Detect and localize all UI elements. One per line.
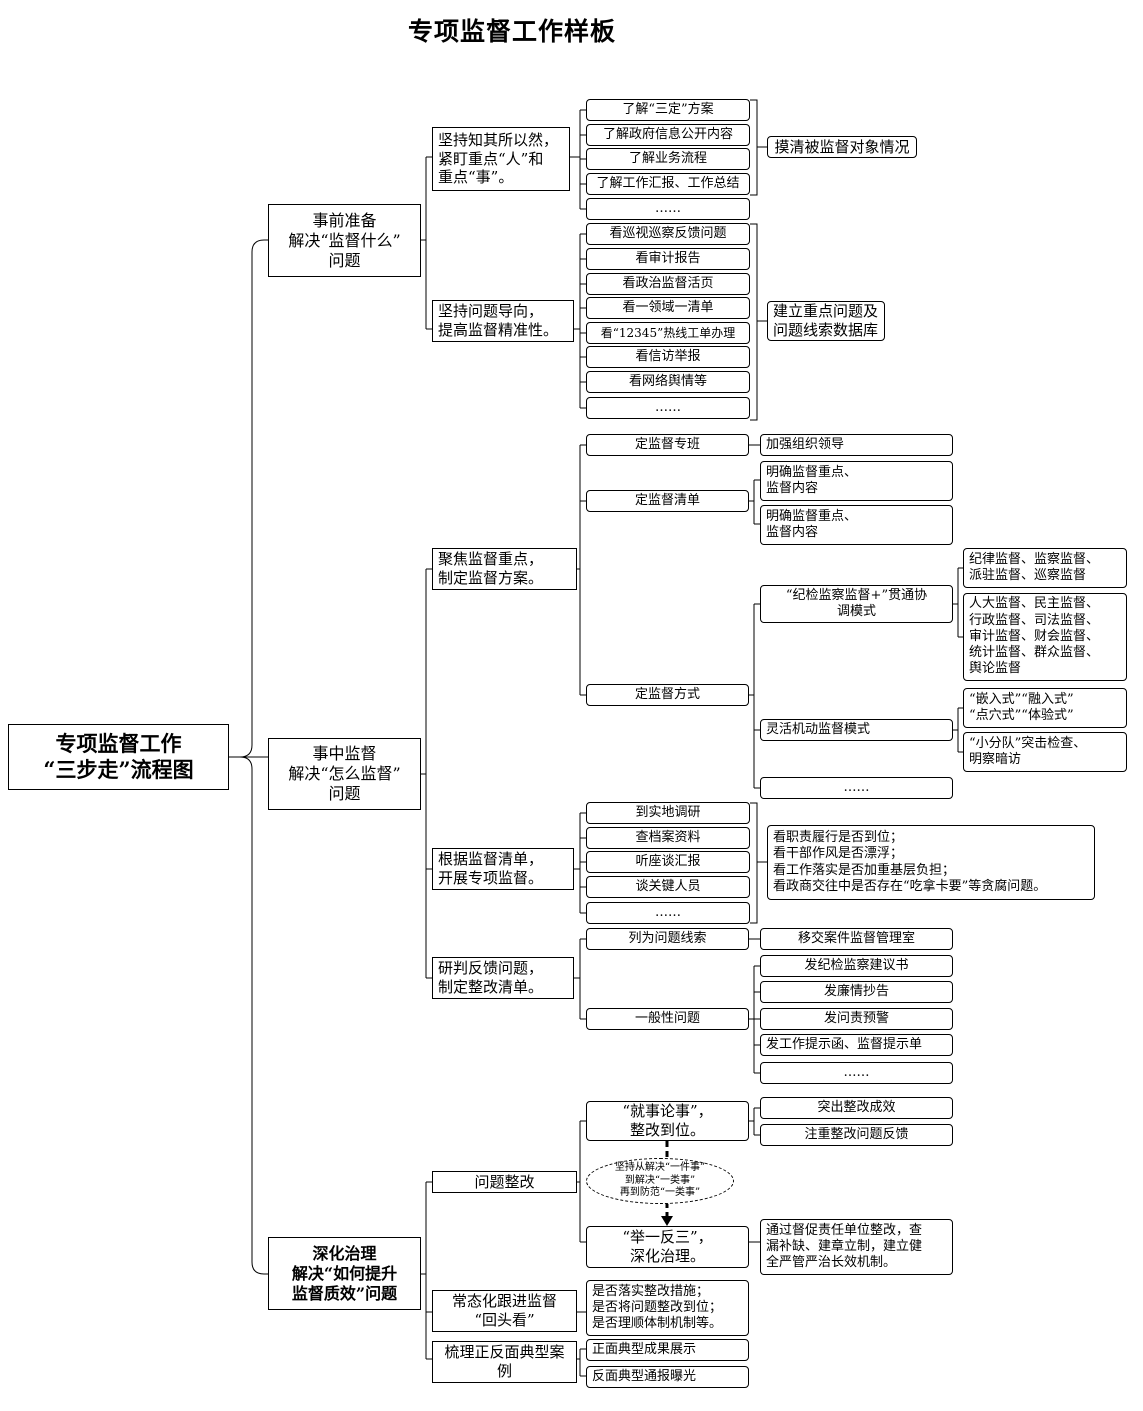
phase1-sub2-item: 看审计报告 (586, 248, 750, 270)
phase1-sub1: 坚持知其所以然， 紧盯重点“人”和 重点“事”。 (432, 127, 570, 191)
phase1-sub2-item: 看信访举报 (586, 346, 750, 368)
phase2-sub2: 根据监督清单， 开展专项监督。 (432, 848, 574, 890)
phase1-sub1-item: 了解工作汇报、工作总结 (586, 173, 750, 195)
phase2-ban: 定监督专班 (586, 434, 749, 456)
phase3-b: “举一反三”， 深化治理。 (586, 1226, 749, 1268)
phase2-sub2-item: 谈关键人员 (586, 876, 750, 898)
phase2-mode-b: 灵活机动监督模式 (760, 719, 953, 741)
phase2-clue-result: 移交案件监督管理室 (760, 928, 953, 950)
phase1-sub2-item: …… (586, 397, 750, 419)
phase2-mode-a-item: 纪律监督、监察监督、 派驻监督、巡察监督 (963, 548, 1127, 588)
phase2-sub2-result: 看职责履行是否到位； 看干部作风是否漂浮； 看工作落实是否加重基层负担； 看政商… (767, 825, 1095, 900)
phase3-node: 深化治理 解决“如何提升 监督质效”问题 (268, 1237, 421, 1310)
phase1-sub1-item: 了解“三定”方案 (586, 99, 750, 121)
phase2-mode-b-item: “嵌入式”“融入式” “点穴式”“体验式” (963, 688, 1127, 728)
phase2-sub3: 研判反馈问题， 制定整改清单。 (432, 957, 574, 999)
page-title: 专项监督工作样板 (407, 17, 616, 46)
phase2-general: 一般性问题 (586, 1008, 749, 1030)
phase3-oval: 坚持从解决“一件事” 到解决“一类事” 再到防范“一类事” (586, 1158, 734, 1204)
phase2-general-item: 发问责预警 (760, 1008, 953, 1030)
phase2-mode: 定监督方式 (586, 684, 749, 706)
phase2-mode-more: …… (760, 777, 953, 799)
phase3-sub3: 梳理正反面典型案 例 (432, 1341, 577, 1383)
phase3-sub2-result: 是否落实整改措施； 是否将问题整改到位； 是否理顺体制机制等。 (586, 1280, 749, 1336)
phase3-sub3-item: 反面典型通报曝光 (586, 1366, 749, 1388)
phase2-general-item: 发工作提示函、监督提示单 (760, 1034, 953, 1056)
phase1-sub2-result: 建立重点问题及 问题线索数据库 (767, 301, 885, 341)
phase3-b-result: 通过督促责任单位整改，查 漏补缺、建章立制，建立健 全严管严治长效机制。 (760, 1219, 953, 1275)
phase1-sub2-item: 看一领域一清单 (586, 297, 750, 319)
phase2-mode-a: “纪检监察监督+”贯通协 调模式 (760, 585, 953, 623)
phase2-sub2-item: …… (586, 902, 750, 924)
phase2-ban-result: 加强组织领导 (760, 434, 953, 456)
phase3-sub2: 常态化跟进监督 “回头看” (432, 1290, 577, 1332)
phase1-sub1-result: 摸清被监督对象情况 (767, 136, 917, 158)
phase1-sub1-item: …… (586, 198, 750, 220)
phase2-general-item: 发廉情抄告 (760, 981, 953, 1003)
phase3-a-item: 突出整改成效 (760, 1097, 953, 1119)
phase2-node: 事中监督 解决“怎么监督” 问题 (268, 738, 421, 810)
phase1-node: 事前准备 解决“监督什么” 问题 (268, 204, 421, 277)
phase2-sub2-item: 到实地调研 (586, 802, 750, 824)
phase2-list-result: 明确监督重点、 监督内容 (760, 461, 953, 501)
phase2-sub1: 聚焦监督重点， 制定监督方案。 (432, 548, 577, 590)
phase2-list: 定监督清单 (586, 490, 749, 512)
phase1-sub2-item: 看巡视巡察反馈问题 (586, 223, 750, 245)
phase2-clue: 列为问题线索 (586, 928, 749, 950)
phase2-mode-b-item: “小分队”突击检查、 明察暗访 (963, 732, 1127, 772)
phase1-sub2-item: 看网络舆情等 (586, 371, 750, 393)
phase1-sub2-item: 看“12345”热线工单办理 (586, 322, 750, 344)
phase2-list-result: 明确监督重点、 监督内容 (760, 505, 953, 545)
phase3-sub3-item: 正面典型成果展示 (586, 1339, 749, 1361)
phase2-general-item: …… (760, 1062, 953, 1084)
phase1-sub1-item: 了解业务流程 (586, 148, 750, 170)
phase2-general-item: 发纪检监察建议书 (760, 955, 953, 977)
root-node: 专项监督工作 “三步走”流程图 (8, 724, 229, 790)
phase2-sub2-item: 听座谈汇报 (586, 851, 750, 873)
phase1-sub2-item: 看政治监督活页 (586, 273, 750, 295)
phase1-sub2: 坚持问题导向， 提高监督精准性。 (432, 300, 574, 342)
phase3-a: “就事论事”， 整改到位。 (586, 1101, 749, 1141)
phase3-a-item: 注重整改问题反馈 (760, 1124, 953, 1146)
phase2-sub2-item: 查档案资料 (586, 827, 750, 849)
phase1-sub1-item: 了解政府信息公开内容 (586, 124, 750, 146)
phase2-mode-a-item: 人大监督、民主监督、 行政监督、司法监督、 审计监督、财会监督、 统计监督、群众… (963, 593, 1127, 681)
phase3-sub1: 问题整改 (432, 1171, 577, 1193)
